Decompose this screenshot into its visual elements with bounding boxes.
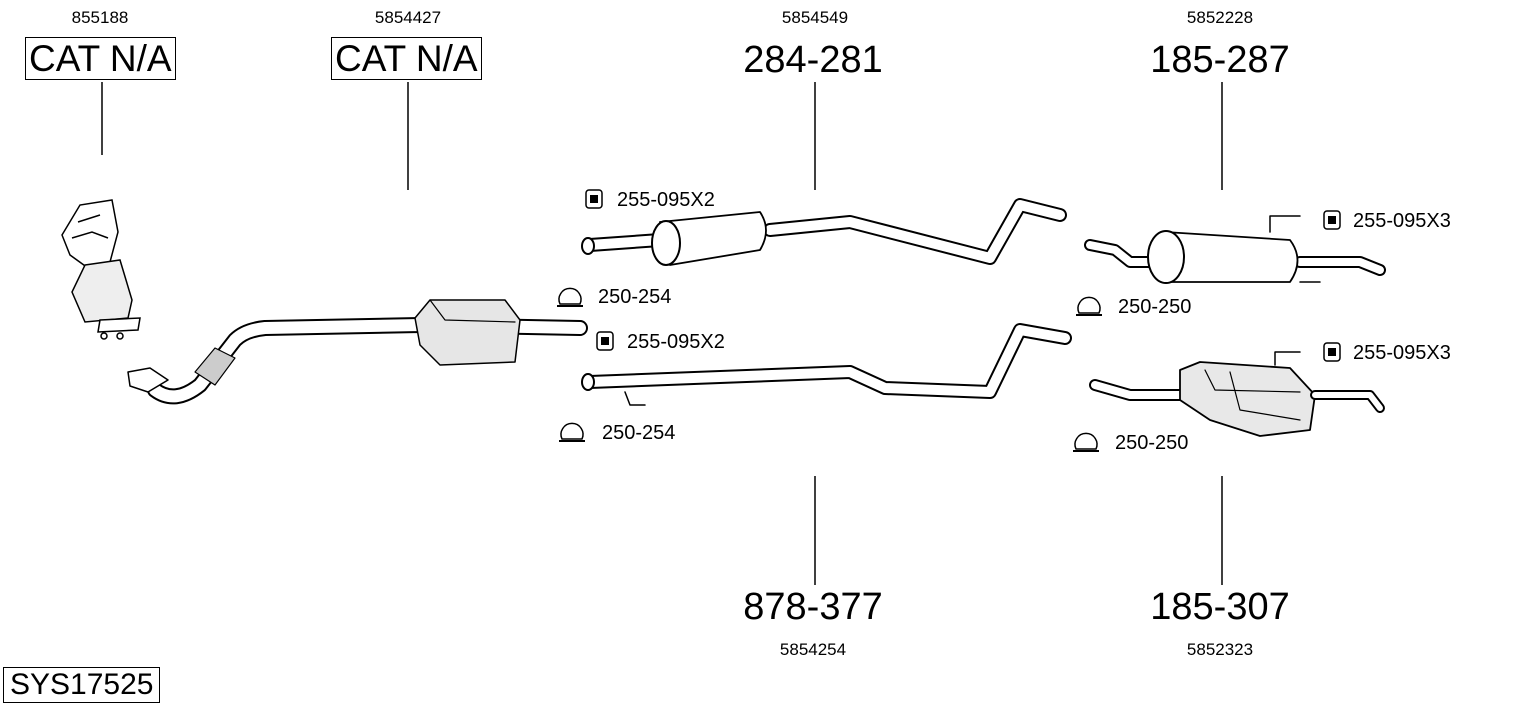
- accessory-mount-front[interactable]: 255-095X2: [617, 189, 715, 211]
- rubber-mount-icon: [596, 331, 614, 351]
- accessory-clamp-front-alt[interactable]: 250-254: [602, 422, 676, 444]
- accessory-mount-front-alt[interactable]: 255-095X2: [627, 331, 725, 353]
- pipe-clamp-icon: [557, 287, 583, 307]
- front-silencer-drawing: [581, 198, 1067, 266]
- system-id: SYS17525: [3, 667, 161, 703]
- part-code-front-silencer[interactable]: 284-281: [743, 39, 883, 81]
- accessory-clamp-front[interactable]: 250-254: [598, 286, 672, 308]
- part-code-front-pipe-alt[interactable]: 878-377: [743, 586, 883, 628]
- accessory-mount-rear[interactable]: 255-095X3: [1353, 210, 1451, 232]
- accessory-clamp-rear[interactable]: 250-250: [1118, 296, 1192, 318]
- pipe-clamp-icon: [559, 422, 585, 442]
- part-number-front-pipe-alt: 5854254: [779, 640, 847, 659]
- rubber-mount-icon: [585, 189, 603, 209]
- pipe-clamp-icon: [1073, 432, 1099, 452]
- manifold-drawing: [61, 199, 141, 340]
- part-number-catalyst: 5854427: [374, 8, 442, 27]
- part-number-rear-silencer-alt: 5852323: [1186, 640, 1254, 659]
- part-code-manifold[interactable]: CAT N/A: [25, 37, 176, 80]
- rubber-mount-icon: [1323, 342, 1341, 362]
- rear-silencer-drawing: [1084, 215, 1386, 284]
- part-number-rear-silencer: 5852228: [1186, 8, 1254, 27]
- pipe-clamp-icon: [1076, 296, 1102, 316]
- accessory-mount-rear-alt[interactable]: 255-095X3: [1353, 342, 1451, 364]
- leader-lines: [101, 82, 1223, 585]
- part-code-rear-silencer-alt[interactable]: 185-307: [1150, 586, 1290, 628]
- part-code-rear-silencer[interactable]: 185-287: [1150, 39, 1290, 81]
- accessory-clamp-rear-alt[interactable]: 250-250: [1115, 432, 1189, 454]
- part-number-manifold: 855188: [71, 8, 129, 27]
- front-pipe-alt-drawing: [581, 323, 1072, 406]
- rubber-mount-icon: [1323, 210, 1341, 230]
- part-code-catalyst[interactable]: CAT N/A: [331, 37, 482, 80]
- rear-silencer-alt-drawing: [1089, 351, 1385, 437]
- catalyst-drawing: [127, 299, 588, 405]
- part-number-front-silencer: 5854549: [781, 8, 849, 27]
